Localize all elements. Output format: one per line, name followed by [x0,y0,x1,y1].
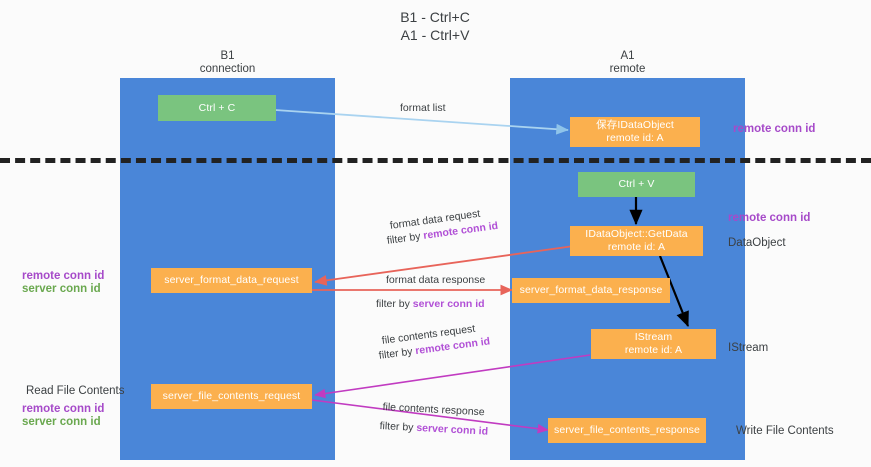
annotation-read-file-contents: Read File Contents [26,385,125,397]
arrow-label-file-contents-response: file contents response [382,400,485,419]
box-istream[interactable]: IStream remote id: A [591,329,716,359]
filter-key-server-conn-id: server conn id [416,421,489,438]
annotation-remote-conn-id-top: remote conn id [733,123,816,135]
annotation-dataobject: DataObject [728,237,786,249]
filter-prefix: filter by [386,230,425,247]
box-ctrl-v[interactable]: Ctrl + V [578,172,695,197]
lane-title-b1: B1 connection [199,50,256,75]
box-server-format-data-request[interactable]: server_format_data_request [151,268,312,293]
filter-key-server-conn-id: server conn id [412,298,485,310]
arrow-label-format-data-response-filter: filter by server conn id [376,297,485,311]
box-save-idataobject[interactable]: 保存IDataObject remote id: A [570,117,700,147]
annotation-left-server-conn-id-2: server conn id [22,416,101,428]
annotation-write-file-contents: Write File Contents [736,425,834,437]
box-idataobject-getdata[interactable]: IDataObject::GetData remote id: A [570,226,703,256]
page-title: B1 - Ctrl+C A1 - Ctrl+V [400,9,470,43]
annotation-left-remote-conn-id-2: remote conn id [22,403,105,415]
filter-prefix: filter by [379,419,417,434]
arrow-label-file-contents-response-filter: filter by server conn id [379,419,488,439]
filter-prefix: filter by [378,345,417,362]
annotation-istream: IStream [728,342,769,354]
section-separator [0,158,871,163]
box-server-file-contents-response[interactable]: server_file_contents_response [548,418,706,443]
annotation-left-remote-conn-id: remote conn id [22,270,105,282]
annotation-remote-conn-id-mid: remote conn id [728,212,811,224]
arrow-label-format-list: format list [400,102,446,114]
box-server-file-contents-request[interactable]: server_file_contents_request [151,384,312,409]
box-ctrl-c[interactable]: Ctrl + C [158,95,276,121]
filter-prefix: filter by [376,298,413,310]
arrow-label-format-data-response: format data response [386,274,486,286]
annotation-left-server-conn-id: server conn id [22,283,101,295]
lane-title-a1: A1 remote [609,50,646,75]
box-server-format-data-response[interactable]: server_format_data_response [512,278,670,303]
